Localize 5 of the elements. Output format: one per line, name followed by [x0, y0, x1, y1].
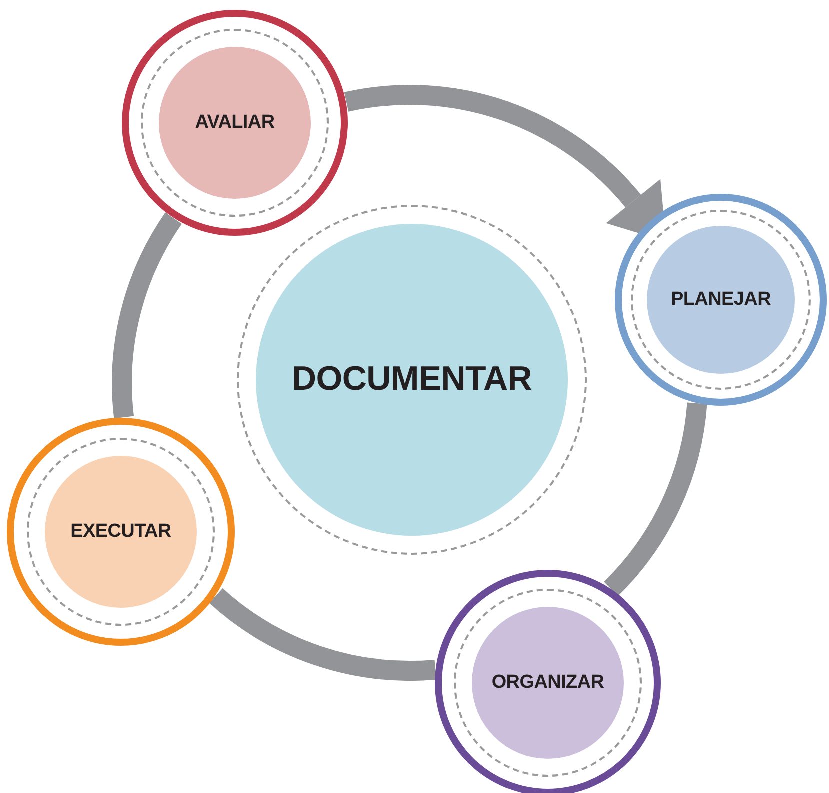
step-label: ORGANIZAR	[492, 672, 604, 694]
step-label: PLANEJAR	[670, 290, 771, 310]
step-label: EXECUTAR	[70, 522, 172, 542]
step-label: DOCUMENTAR	[292, 361, 532, 399]
step-label: AVALIAR	[195, 112, 275, 134]
